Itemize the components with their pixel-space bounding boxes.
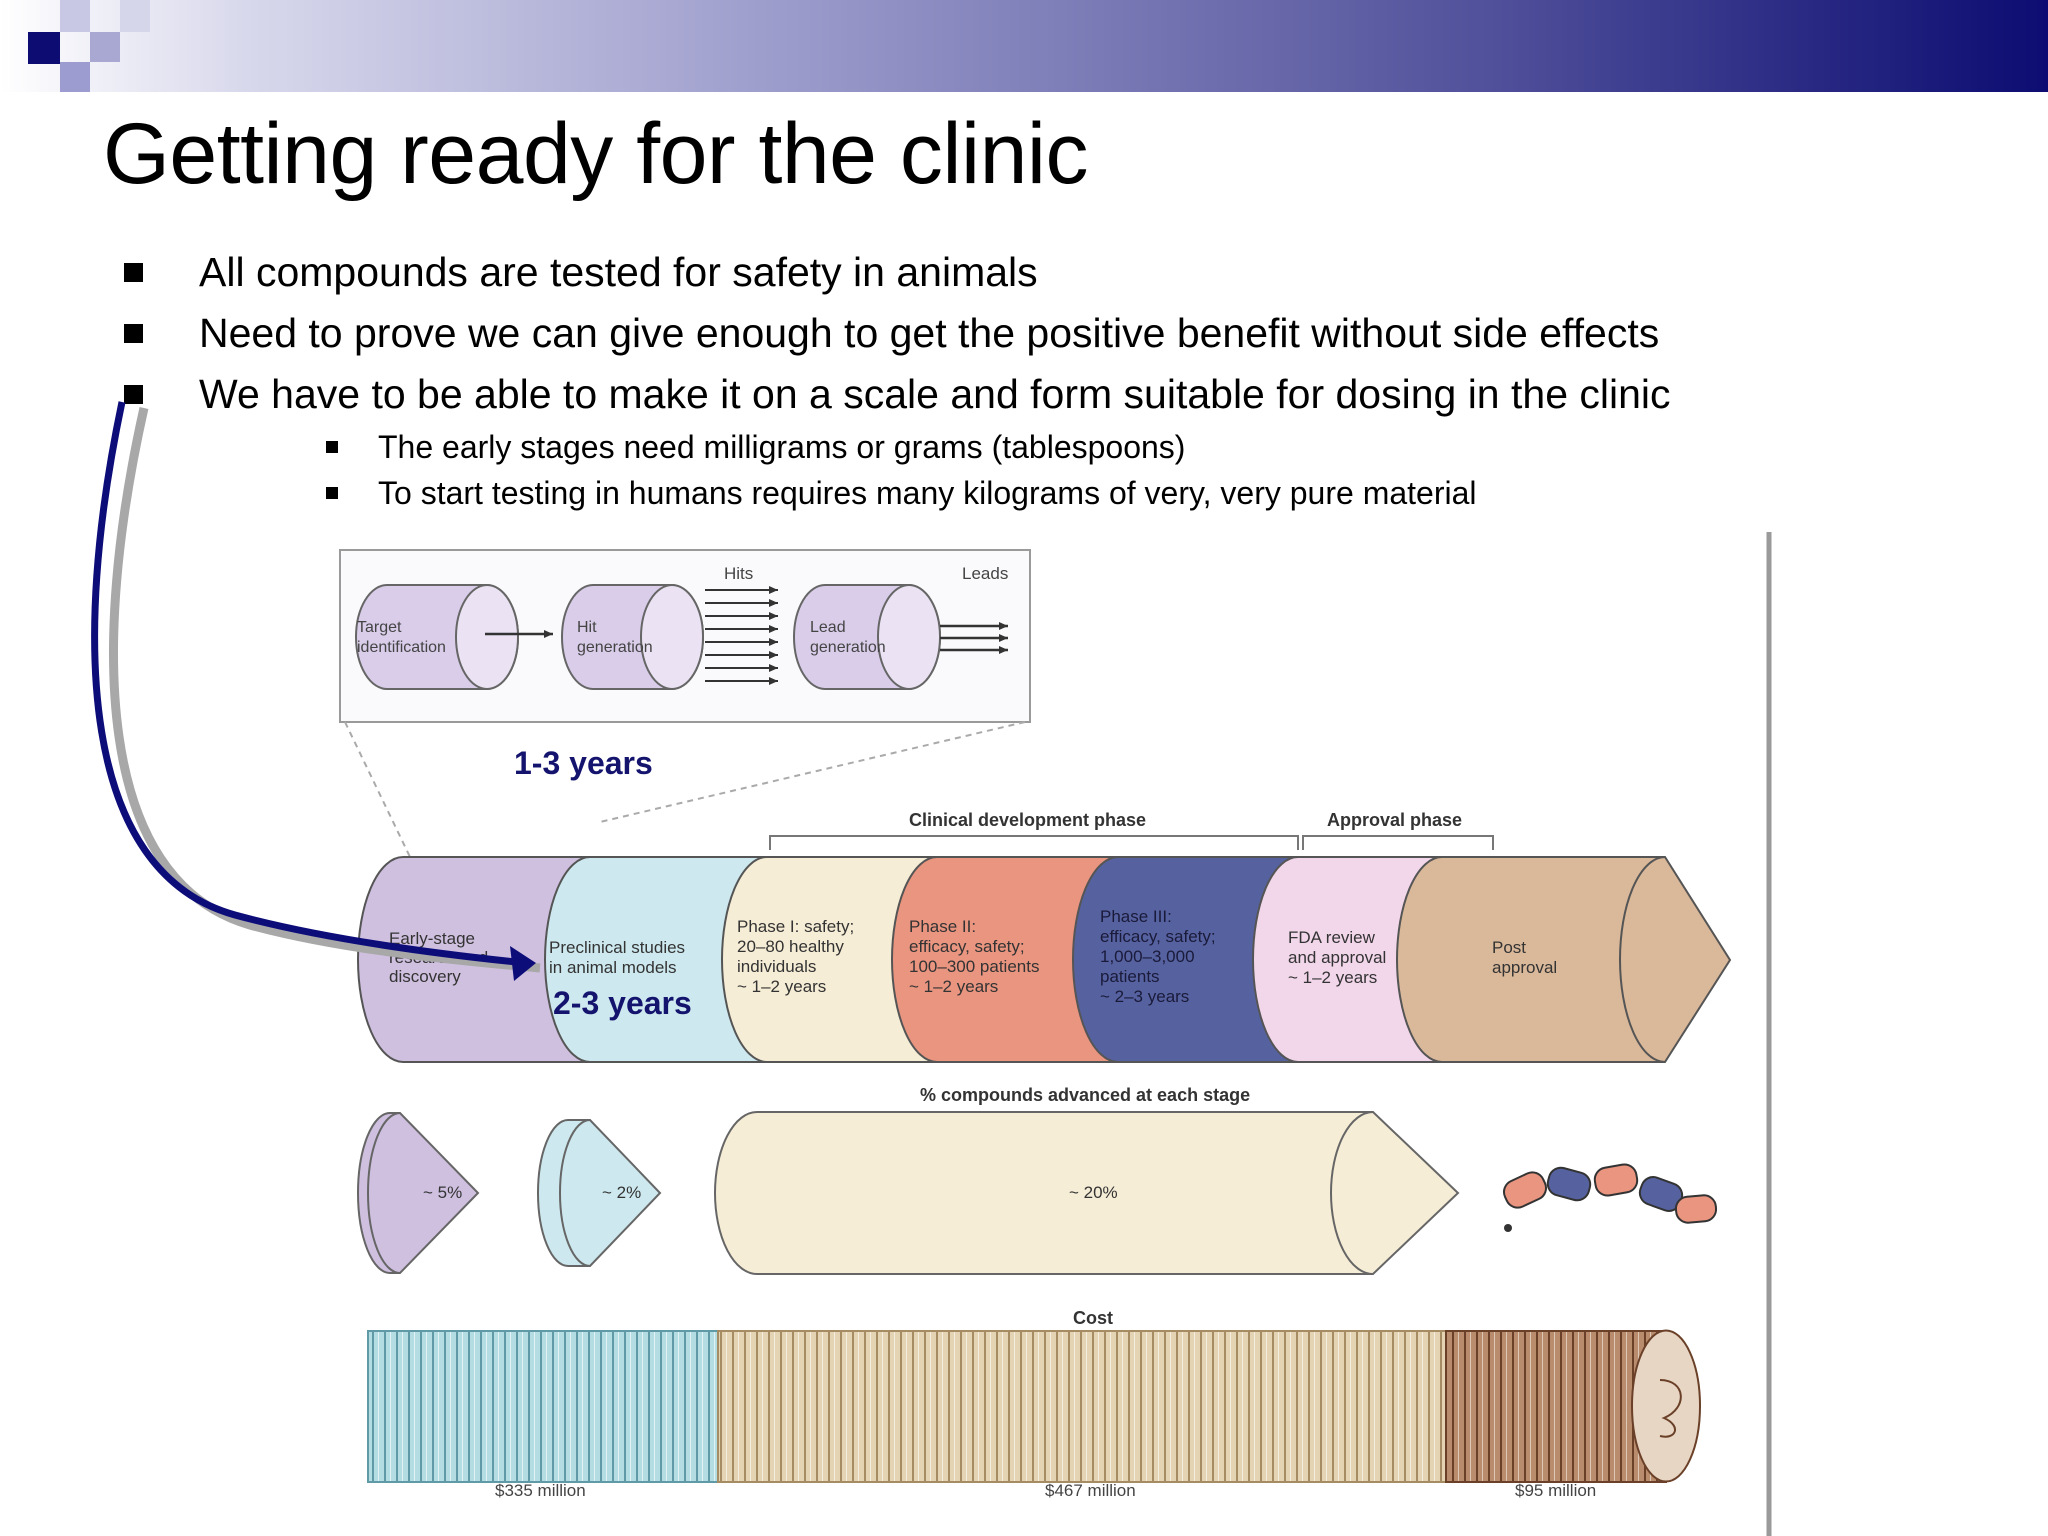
discovery-inset: Target identification Hit generation Hit… (339, 549, 1031, 858)
advance-shape-20pct: ~ 20% (714, 1111, 1460, 1275)
svg-text:Phase III:: Phase III: (1100, 907, 1172, 926)
svg-text:discovery: discovery (389, 967, 461, 986)
cost-segment-approval (1445, 1330, 1667, 1483)
cost-bar (367, 1329, 1701, 1483)
cost-bar-end-cap (1631, 1329, 1701, 1483)
inset-cylinder-target: Target identification (355, 584, 519, 690)
zoom-line-left (344, 721, 411, 858)
zoom-line-right (599, 721, 1026, 823)
pipeline: Early-stage research and discovery Precl… (357, 856, 1732, 1063)
post-approval-cap-line (1619, 856, 1666, 1063)
clinical-phase-label: Clinical development phase (909, 810, 1146, 830)
svg-text:~ 1–2 years: ~ 1–2 years (1288, 968, 1377, 987)
pipeline-label-phase-1: Phase I: safety; 20–80 healthy individua… (737, 917, 854, 996)
logo-square-light-1 (60, 0, 90, 32)
annotation-preclinical-duration: 2-3 years (553, 985, 692, 1021)
leads-label: Leads (962, 564, 1008, 583)
svg-text:Post: Post (1492, 938, 1526, 957)
inset-label-lead-2: generation (810, 639, 886, 656)
inset-cylinder-lead: Lead generation (793, 584, 941, 690)
cost-value-clinical: $467 million (1045, 1481, 1136, 1500)
svg-text:Phase II:: Phase II: (909, 917, 976, 936)
curved-arrow-head (510, 946, 536, 981)
svg-text:Phase I: safety;: Phase I: safety; (737, 917, 854, 936)
approved-drug-pills-icon (1502, 1163, 1718, 1232)
bullet-text: Need to prove we can give enough to get … (199, 310, 1660, 356)
bullet-square-icon (326, 441, 338, 453)
leads-arrows (940, 622, 1008, 654)
svg-text:Early-stage: Early-stage (389, 929, 475, 948)
advance-shape-2pct: ~ 2% (537, 1119, 662, 1267)
cost-label: Cost (1073, 1308, 1113, 1328)
header-banner (0, 0, 2048, 92)
pipeline-label-preclinical: Preclinical studies in animal models (549, 938, 685, 977)
svg-text:in animal models: in animal models (549, 958, 677, 977)
approval-phase-bracket (1302, 835, 1494, 850)
hits-arrows (705, 586, 778, 685)
advance-value-5pct: ~ 5% (423, 1183, 462, 1202)
bullet-text: We have to be able to make it on a scale… (199, 371, 1671, 417)
pipeline-label-fda-review: FDA review and approval ~ 1–2 years (1288, 928, 1386, 987)
cost-value-discovery-preclinical: $335 million (495, 1481, 586, 1500)
svg-text:~ 1–2 years: ~ 1–2 years (909, 977, 998, 996)
logo-square-light-4 (120, 0, 150, 32)
svg-text:Preclinical studies: Preclinical studies (549, 938, 685, 957)
logo-square-dark (28, 32, 60, 64)
inset-label-target-2: identification (357, 639, 446, 656)
inset-label-hit-2: generation (577, 639, 653, 656)
inset-cylinder-hit: Hit generation (561, 584, 704, 690)
sub-bullet-text: To start testing in humans requires many… (378, 475, 1477, 511)
bullet-square-icon (326, 487, 338, 499)
pipeline-label-post-approval: Post approval (1492, 938, 1557, 977)
svg-text:efficacy, safety;: efficacy, safety; (1100, 927, 1216, 946)
cost-value-approval: $95 million (1515, 1481, 1596, 1500)
logo-square-light-2 (90, 32, 120, 62)
svg-text:approval: approval (1492, 958, 1557, 977)
hits-label: Hits (724, 564, 753, 583)
bullet-square-icon (124, 324, 143, 343)
approval-phase-label: Approval phase (1327, 810, 1462, 830)
svg-text:20–80 healthy: 20–80 healthy (737, 937, 844, 956)
pipeline-label-phase-3: Phase III: efficacy, safety; 1,000–3,000… (1100, 907, 1216, 1006)
inset-label-hit-1: Hit (577, 619, 597, 636)
inset-label-lead-1: Lead (810, 619, 846, 636)
cost-segment-discovery-preclinical (367, 1330, 719, 1483)
advance-value-20pct: ~ 20% (1069, 1183, 1118, 1202)
logo-square-light-3 (60, 62, 90, 92)
bullet-square-icon (124, 385, 143, 404)
svg-text:1,000–3,000: 1,000–3,000 (1100, 947, 1195, 966)
svg-text:FDA review: FDA review (1288, 928, 1376, 947)
pipeline-label-phase-2: Phase II: efficacy, safety; 100–300 pati… (909, 917, 1039, 996)
svg-text:and approval: and approval (1288, 948, 1386, 967)
bullet-text: All compounds are tested for safety in a… (199, 249, 1038, 295)
clinical-phase-bracket (769, 835, 1299, 850)
advance-shape-5pct: ~ 5% (357, 1112, 480, 1274)
svg-text:~ 2–3 years: ~ 2–3 years (1100, 987, 1189, 1006)
svg-text:individuals: individuals (737, 957, 816, 976)
svg-text:patients: patients (1100, 967, 1160, 986)
advance-label: % compounds advanced at each stage (920, 1085, 1250, 1105)
inset-label-target-1: Target (357, 619, 402, 636)
annotation-discovery-duration: 1-3 years (514, 745, 653, 781)
sub-bullet-text: The early stages need milligrams or gram… (378, 429, 1186, 465)
curved-arrow (91, 401, 517, 966)
advance-value-2pct: ~ 2% (602, 1183, 641, 1202)
bullet-square-icon (124, 263, 143, 282)
svg-text:efficacy, safety;: efficacy, safety; (909, 937, 1025, 956)
svg-text:~ 1–2 years: ~ 1–2 years (737, 977, 826, 996)
slide-title: Getting ready for the clinic (103, 106, 1089, 202)
svg-text:100–300 patients: 100–300 patients (909, 957, 1039, 976)
cost-segment-clinical (717, 1330, 1447, 1483)
